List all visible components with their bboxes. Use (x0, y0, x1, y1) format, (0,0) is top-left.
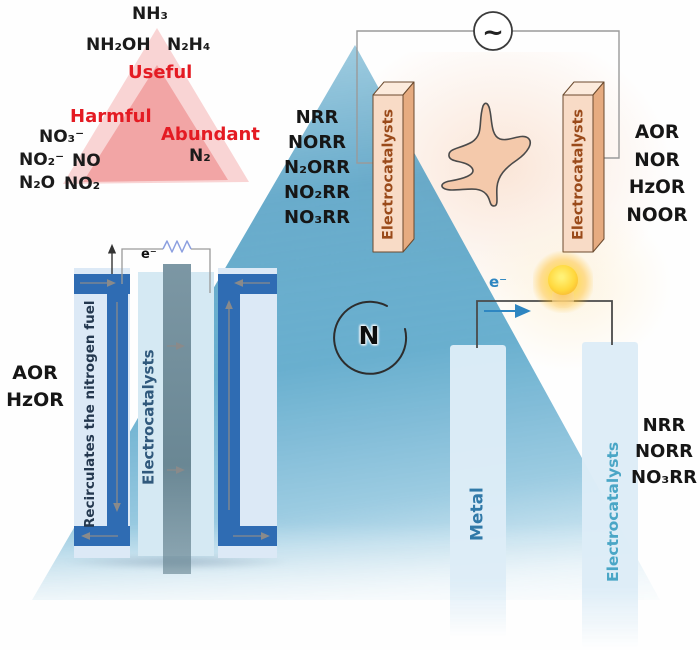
oxidation-reactions-list: AOR NOR HzOR NOOR (616, 119, 698, 229)
oxidation-reaction-label: NOR (634, 149, 680, 171)
galvanic-reaction-label: NO₃RR (631, 467, 697, 488)
reduction-reaction-label: NO₃RR (284, 207, 350, 228)
galvanic-reaction-label: NORR (634, 441, 694, 462)
reduction-reactions-list: NRR NORR N₂ORR NO₂RR NO₃RR (280, 105, 354, 230)
right-electrocatalyst-bar-label: Electrocatalysts (570, 108, 587, 240)
species-n2h4: N₂H₄ (167, 35, 211, 55)
species-no2-minus: NO₂⁻ (19, 150, 65, 170)
metal-electrode-bar (450, 345, 506, 637)
catalyst-electrode-bar (582, 342, 638, 648)
flow-channel-vertical (218, 274, 240, 546)
flow-cell-membrane (163, 264, 191, 574)
species-n2o: N₂O (19, 173, 56, 193)
species-nh3: NH₃ (132, 4, 168, 24)
resistor-zigzag (162, 240, 192, 253)
left-electrocatalyst-bar-label: Electrocatalysts (380, 108, 397, 240)
ac-source-circle (473, 11, 513, 51)
category-useful: Useful (128, 62, 193, 83)
reduction-reaction-label: NO₂RR (284, 182, 350, 203)
species-no2: NO₂ (64, 174, 101, 194)
galvanic-reaction-label: NRR (642, 415, 686, 436)
oxidation-reaction-label: AOR (634, 122, 680, 143)
oxidation-reaction-label: HzOR (628, 177, 686, 198)
flow-channel-bottom (218, 526, 277, 546)
bulb-icon (548, 265, 578, 295)
oxidation-reaction-label: NOOR (626, 204, 688, 226)
flow-cell-reaction-label: AOR (12, 362, 58, 384)
category-harmful: Harmful (70, 106, 152, 127)
species-nh2oh: NH₂OH (86, 35, 151, 55)
flow-cell-right-plate (218, 268, 277, 558)
galvanic-electron-label: e⁻ (489, 273, 508, 291)
flow-channel-vertical (107, 274, 128, 546)
species-no3-minus: NO₃⁻ (39, 127, 85, 147)
nitrogen-cycle-symbol: N (358, 321, 380, 350)
recirculation-channel-label: Recirculates the nitrogen fuel (82, 300, 98, 528)
category-abundant: Abundant (161, 124, 260, 145)
ac-source-symbol: ~ (482, 18, 504, 48)
flow-cell-reactions-list: AOR HzOR (6, 360, 64, 414)
reduction-reaction-label: NORR (287, 132, 347, 153)
reduction-reaction-label: NRR (295, 107, 339, 128)
catalyst-electrode-label: Electrocatalysts (604, 441, 622, 583)
flow-cell-catalyst-label: Electrocatalysts (139, 349, 158, 485)
metal-electrode-label: Metal (467, 487, 488, 541)
flow-cell-reaction-label: HzOR (6, 389, 64, 411)
galvanic-reactions-list: NRR NORR NO₃RR (628, 413, 700, 491)
reduction-reaction-label: N₂ORR (284, 157, 350, 178)
species-no: NO (72, 151, 101, 171)
species-n2: N₂ (189, 146, 211, 166)
flow-cell-electron-label: e⁻ (141, 247, 157, 262)
